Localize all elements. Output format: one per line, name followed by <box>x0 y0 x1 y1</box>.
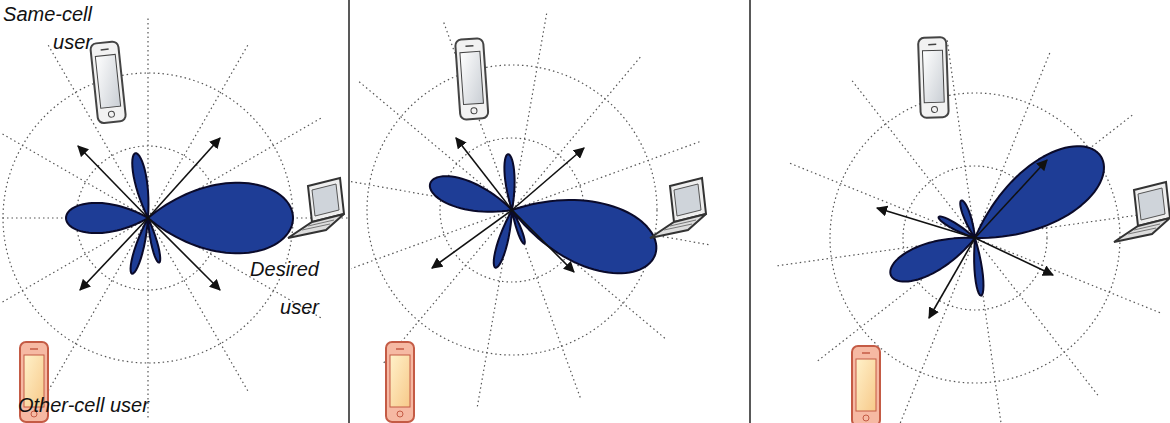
phone-button <box>471 108 477 114</box>
polar-grid-spoke <box>512 13 547 210</box>
radiation-pattern <box>890 146 1104 295</box>
phone-icon <box>918 37 949 118</box>
beam-panel <box>351 13 709 422</box>
laptop-display <box>312 184 339 216</box>
laptop-keys <box>1128 224 1160 234</box>
polar-grid-spoke <box>147 218 148 418</box>
laptop-display <box>674 184 701 216</box>
phone-icon <box>852 346 880 423</box>
beam-direction-arrow <box>975 160 1047 238</box>
polar-grid-spoke <box>48 45 148 218</box>
phone-button <box>863 415 869 421</box>
phone-screen <box>922 50 944 103</box>
beam-direction-arrow <box>877 208 975 238</box>
laptop-icon <box>650 178 706 238</box>
beam-direction-arrow <box>512 210 574 272</box>
phone-button <box>931 106 937 112</box>
polar-grid-spoke <box>512 57 641 210</box>
laptop-base <box>650 214 706 238</box>
polar-grid-spoke <box>975 238 1160 313</box>
panel-separator <box>348 0 350 423</box>
radiation-pattern <box>430 154 656 273</box>
phone-body <box>918 37 949 118</box>
beam-direction-arrow <box>512 148 584 210</box>
user-label: Same-cell user <box>0 0 92 56</box>
beam-direction-arrow <box>80 218 148 290</box>
radiation-pattern <box>66 153 293 274</box>
beam-direction-arrow <box>456 138 512 210</box>
polar-grid-spoke <box>975 238 1098 396</box>
phone-screen <box>95 54 120 108</box>
beam-direction-arrow <box>148 138 220 218</box>
phone-speaker <box>862 352 870 354</box>
beam-direction-arrow <box>929 238 975 318</box>
phone-speaker <box>396 348 404 350</box>
beam-direction-arrow <box>432 210 512 268</box>
phone-speaker <box>465 45 473 47</box>
phone-screen <box>390 355 410 407</box>
polar-grid-circle <box>830 93 1120 383</box>
phone-icon <box>386 342 414 422</box>
phone-screen <box>460 51 484 104</box>
phone-speaker <box>928 44 936 46</box>
polar-grid-circle <box>3 73 293 363</box>
polar-grid-spoke <box>351 210 512 278</box>
panel-separator <box>749 0 751 423</box>
phone-speaker <box>101 48 109 50</box>
laptop-keys <box>302 220 334 230</box>
beam-panel <box>777 37 1170 423</box>
user-label: Other-cell user <box>18 393 238 417</box>
phone-body <box>455 38 489 120</box>
laptop-base <box>288 214 344 238</box>
laptop-icon <box>288 178 344 238</box>
phone-speaker <box>30 348 38 350</box>
beam-direction-arrow <box>78 146 148 218</box>
user-label: Desired user <box>246 250 319 326</box>
polar-grid-circle <box>367 65 657 355</box>
laptop-display <box>1138 188 1165 220</box>
polar-grid-spoke <box>790 163 975 238</box>
phone-icon <box>455 38 489 120</box>
laptop-icon <box>1114 182 1170 242</box>
polar-grid-spoke <box>0 118 148 218</box>
polar-grid-spoke <box>48 218 148 391</box>
beam-direction-arrow <box>148 218 220 290</box>
phone-icon <box>90 41 126 123</box>
laptop-base <box>1114 218 1170 242</box>
laptop-keys <box>664 220 696 230</box>
phone-body <box>852 346 880 423</box>
phone-screen <box>856 359 876 411</box>
phone-button <box>108 111 115 118</box>
polar-grid-spoke <box>0 218 148 318</box>
phone-button <box>397 411 403 417</box>
beam-panel <box>0 18 348 422</box>
polar-grid-spoke <box>383 210 512 363</box>
phone-body <box>386 342 414 422</box>
phone-body <box>90 41 126 123</box>
beam-direction-arrow <box>975 238 1053 275</box>
polar-grid-spoke <box>852 80 975 238</box>
